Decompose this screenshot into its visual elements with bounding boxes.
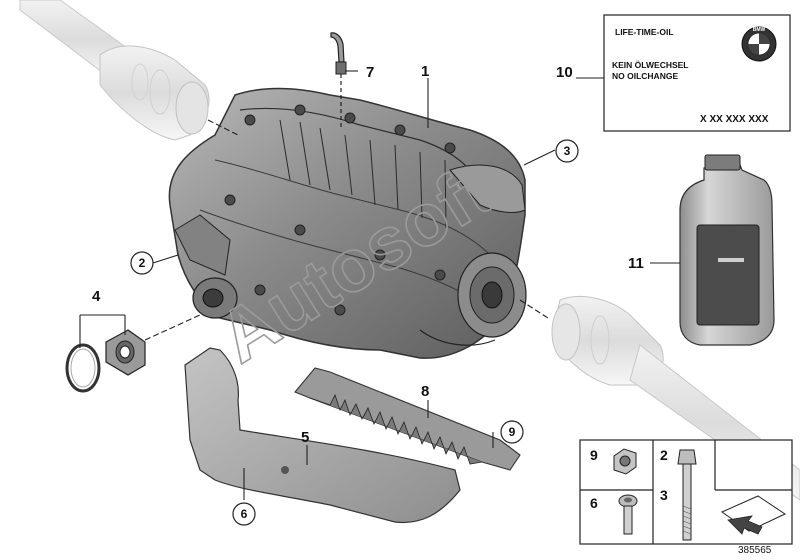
table-row-1-right-number: 2 <box>660 447 668 463</box>
callout-2: 2 <box>139 256 146 270</box>
oil-label-line-2: KEIN ÖLWECHSEL <box>612 60 689 70</box>
callout-circle-3: 3 <box>555 139 579 163</box>
socket-screw-icon <box>618 494 638 535</box>
oil-label-line-1: LIFE-TIME-OIL <box>615 27 674 37</box>
callout-7: 7 <box>366 64 374 81</box>
callout-1: 1 <box>421 63 429 80</box>
left-drive-shaft <box>19 0 210 141</box>
callout-3: 3 <box>564 144 571 158</box>
diagram-id: 385565 <box>738 545 772 556</box>
oil-bottle <box>679 154 775 346</box>
callout-8: 8 <box>421 383 429 400</box>
callout-10: 10 <box>556 64 573 81</box>
callout-circle-6: 6 <box>232 502 256 526</box>
callout-5: 5 <box>301 429 309 446</box>
bmw-logo-text: BMW <box>753 27 766 33</box>
long-bolt-icon <box>677 449 697 541</box>
table-row-2-right-number: 3 <box>660 487 668 503</box>
callout-circle-9: 9 <box>500 420 524 444</box>
breather-pipe <box>330 32 347 128</box>
differential-housing <box>168 87 527 359</box>
callout-11: 11 <box>628 255 644 272</box>
oil-label-line-3: NO OILCHANGE <box>612 71 678 81</box>
callout-6: 6 <box>241 507 248 521</box>
heat-shield-bar <box>294 367 521 471</box>
table-row-2-left-number: 6 <box>590 495 598 511</box>
reference-arrow-icon <box>720 495 787 535</box>
hex-nut-icon <box>613 448 637 475</box>
callout-4: 4 <box>92 288 101 305</box>
seal-ring-and-nut <box>65 329 146 393</box>
bmw-logo-icon: BMW <box>741 26 777 62</box>
callout-circle-2: 2 <box>130 251 154 275</box>
oil-label-part-code: X XX XXX XXX <box>700 114 769 125</box>
fasteners-table: 9 2 3 6 <box>579 439 793 545</box>
bracket <box>184 347 461 524</box>
callout-9: 9 <box>509 425 516 439</box>
leader-lines <box>79 70 680 500</box>
table-row-1-left-number: 9 <box>590 447 598 463</box>
oil-info-label: LIFE-TIME-OIL KEIN ÖLWECHSEL NO OILCHANG… <box>603 14 791 132</box>
